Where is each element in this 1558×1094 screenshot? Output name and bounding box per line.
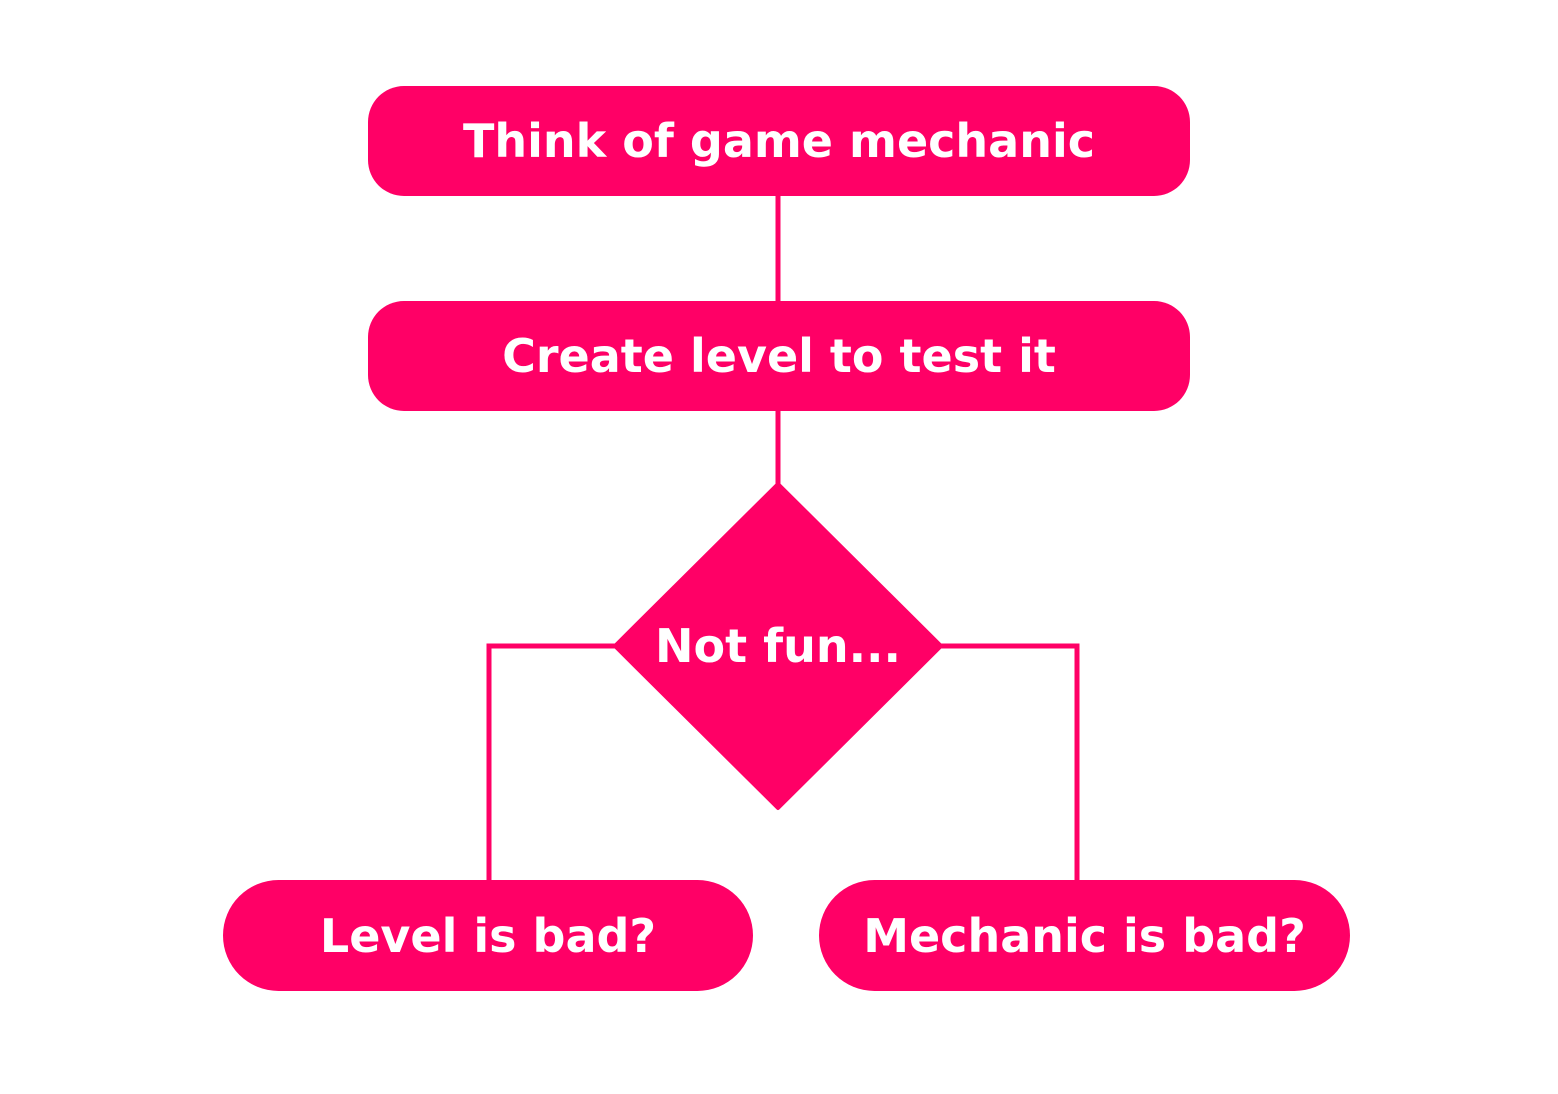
- node-create-box: [368, 301, 1190, 411]
- connector-decision-to-level-bad: [486, 643, 617, 882]
- node-think-box: [368, 86, 1190, 196]
- node-decision-diamond: [613, 482, 943, 810]
- node-level-bad-pill: [223, 880, 753, 991]
- node-mechanic-bad-pill: [819, 880, 1350, 991]
- connector-decision-to-mechanic-bad: [939, 643, 1080, 882]
